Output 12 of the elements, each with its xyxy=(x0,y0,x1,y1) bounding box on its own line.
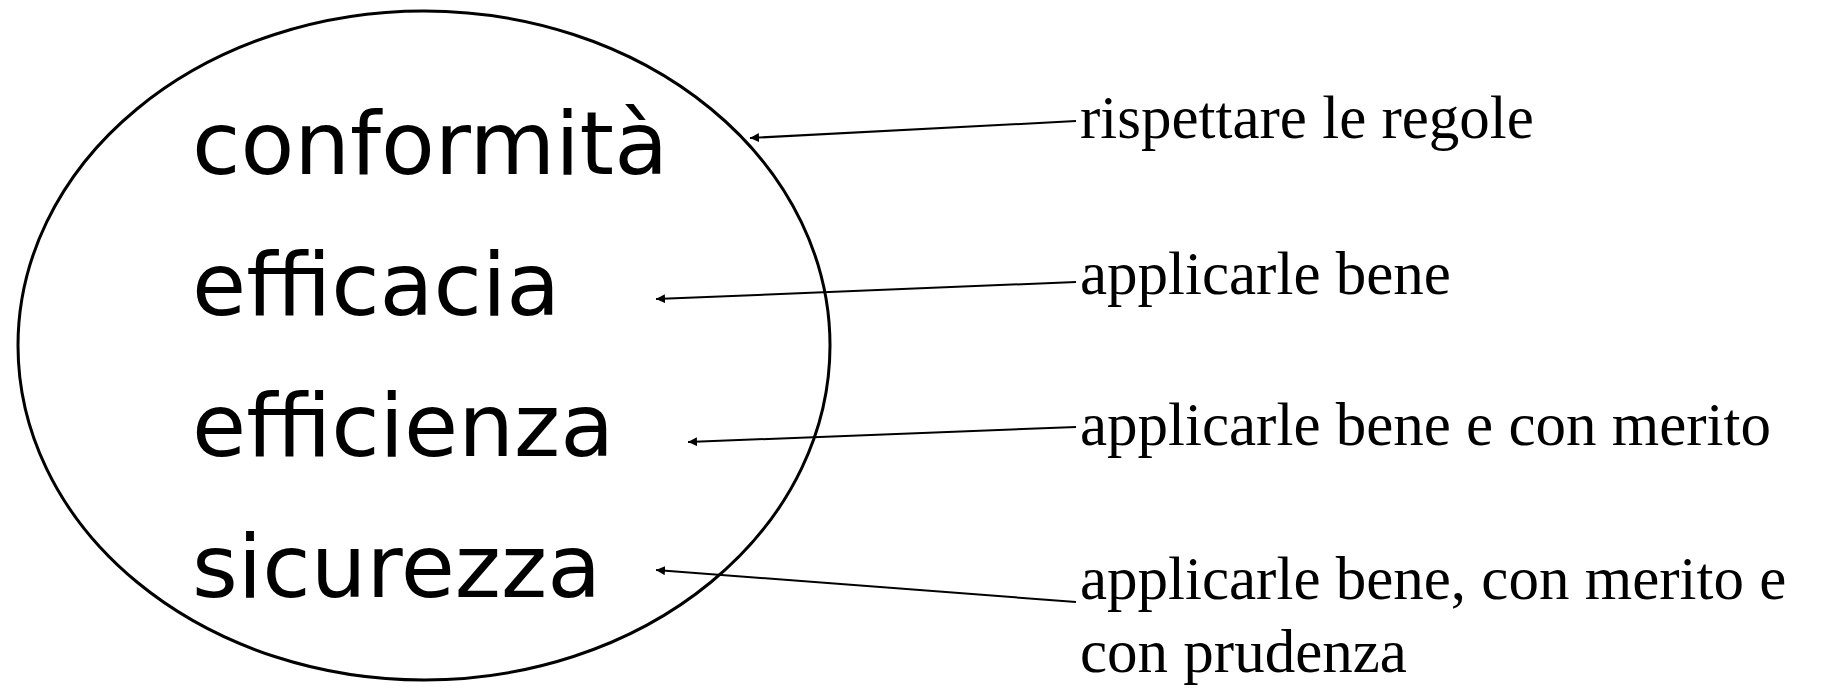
description-text: applicarle bene, con merito e con prudenza xyxy=(1080,542,1835,688)
description-text: applicarle bene xyxy=(1080,237,1451,311)
arrow xyxy=(749,120,1077,143)
term-text: efficacia xyxy=(192,241,656,329)
term-text: efficienza xyxy=(192,382,688,470)
arrow xyxy=(655,566,1077,603)
term-text: conformità xyxy=(192,100,750,188)
arrow xyxy=(655,281,1077,304)
description-text: applicarle bene e con merito xyxy=(1080,388,1771,462)
arrow xyxy=(687,426,1077,447)
term-text: sicurezza xyxy=(192,523,656,611)
description-text: rispettare le regole xyxy=(1080,81,1534,155)
